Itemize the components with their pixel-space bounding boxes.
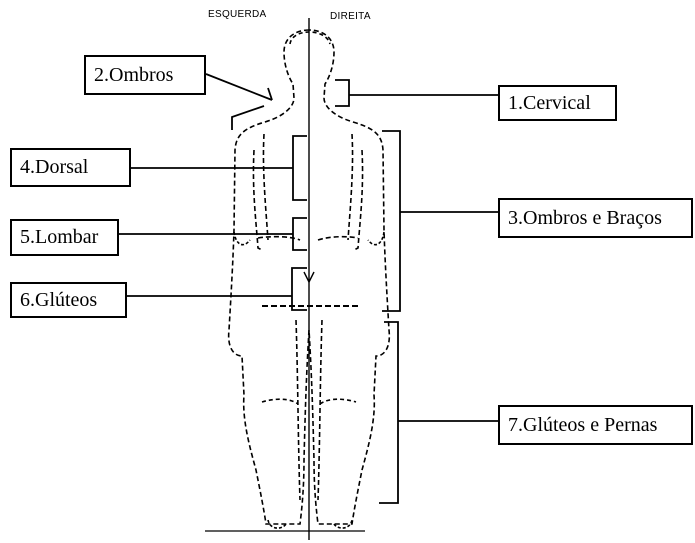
- label-gluteos-pernas: 7.Glúteos e Pernas: [498, 405, 693, 445]
- left-arm-inner: [253, 150, 262, 250]
- left-knee: [262, 399, 298, 404]
- left-leg-inner: [296, 320, 300, 500]
- right-knee: [320, 399, 356, 404]
- label-ombros-bracos: 3.Ombros e Braços: [498, 198, 693, 238]
- right-arm-inner: [354, 150, 363, 250]
- label-ombros: 2.Ombros: [84, 55, 206, 95]
- label-lombar: 5.Lombar: [10, 219, 119, 256]
- right-waist: [318, 237, 358, 240]
- lombar-bracket: [293, 218, 307, 250]
- cervical-bracket: [335, 80, 349, 106]
- ombros-connector-a: [232, 106, 264, 130]
- right-leg-inner: [318, 320, 322, 500]
- label-dorsal: 4.Dorsal: [10, 148, 131, 187]
- label-gluteos: 6.Glúteos: [10, 282, 127, 318]
- right-torso-side: [348, 134, 353, 240]
- dorsal-bracket: [293, 136, 307, 200]
- gluteos-pernas-bracket: [379, 322, 398, 503]
- right-hand: [368, 232, 384, 245]
- ombros-bracos-bracket: [382, 131, 400, 311]
- left-torso-side: [263, 134, 268, 240]
- ombros-connector-b: [206, 74, 272, 100]
- label-cervical: 1.Cervical: [498, 85, 617, 121]
